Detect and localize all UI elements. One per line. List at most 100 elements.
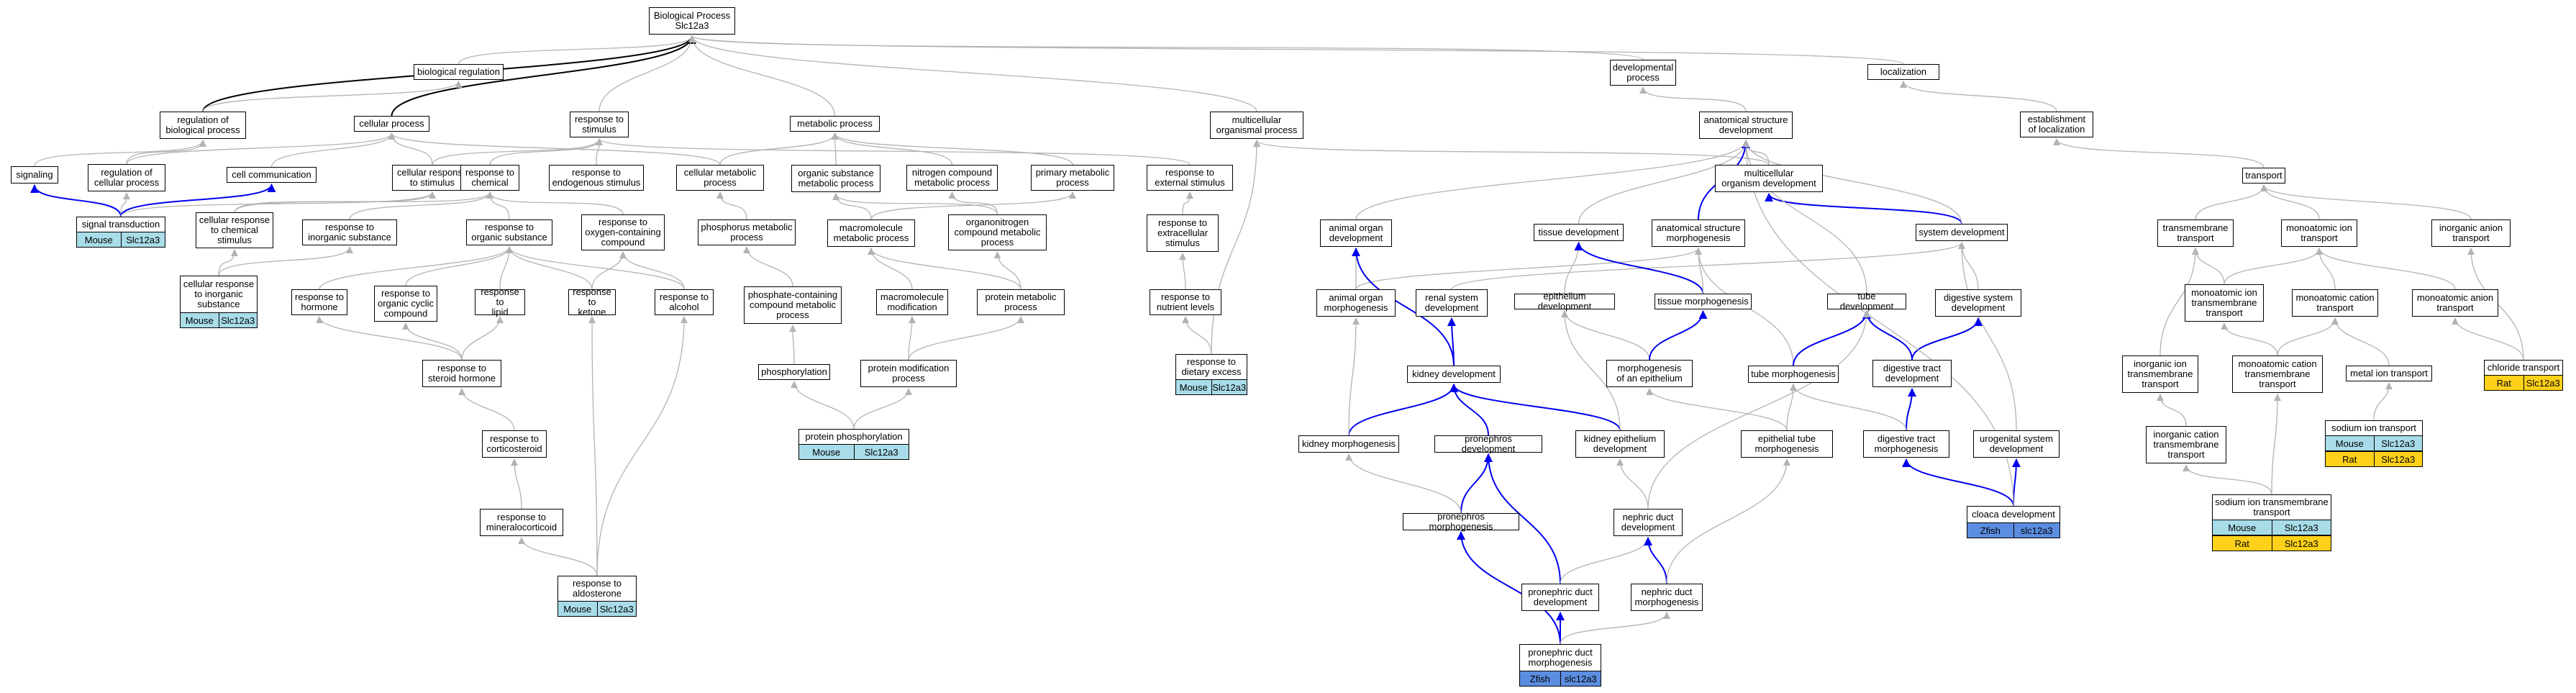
go-term-node[interactable]: response to inorganic substance — [302, 219, 397, 245]
go-term-node[interactable]: tissue development — [1534, 224, 1624, 241]
go-term-node[interactable]: Biological Process Slc12a3 — [649, 7, 735, 35]
go-term-node[interactable]: inorganic anion transport — [2431, 219, 2511, 247]
go-term-node[interactable]: organic substance metabolic process — [791, 165, 880, 192]
go-term-node[interactable]: transport — [2242, 168, 2285, 184]
go-term-node[interactable]: phosphorylation — [758, 364, 830, 380]
go-term-node[interactable]: cellular process — [354, 116, 429, 132]
go-term-node[interactable]: response to corticosteroid — [482, 430, 547, 458]
go-term-node[interactable]: regulation of cellular process — [88, 164, 165, 191]
go-term-node[interactable]: inorganic cation transmembrane transport — [2146, 426, 2226, 463]
go-term-node[interactable]: nephric duct development — [1614, 509, 1683, 536]
go-term-node[interactable]: anatomical structure morphogenesis — [1652, 219, 1745, 247]
go-term-node[interactable]: cellular metabolic process — [676, 165, 764, 191]
go-term-node[interactable]: monoatomic cation transmembrane transpor… — [2232, 355, 2323, 393]
go-term-node[interactable]: protein modification process — [860, 360, 957, 387]
go-term-node[interactable]: monoatomic ion transport — [2281, 219, 2357, 247]
go-term-node[interactable]: signaling — [11, 166, 58, 184]
go-term-node[interactable]: regulation of biological process — [160, 112, 246, 139]
go-term-node[interactable]: cellular response to chemical stimulus — [196, 212, 273, 248]
go-term-node[interactable]: metabolic process — [790, 116, 880, 132]
go-term-node[interactable]: response to alcohol — [655, 289, 714, 315]
go-term-node[interactable]: metal ion transport — [2346, 366, 2432, 381]
go-term-node[interactable]: establishment of localization — [2020, 112, 2093, 137]
go-term-node[interactable]: response to lipid — [475, 287, 525, 317]
go-term-node[interactable]: response to hormone — [291, 289, 347, 315]
go-term-node[interactable]: response to dietary excess — [1175, 354, 1247, 380]
go-term-node[interactable]: phosphorus metabolic process — [698, 219, 796, 245]
go-term-node[interactable]: chloride transport — [2484, 360, 2563, 376]
go-term-node[interactable]: response to mineralocorticoid — [480, 509, 563, 536]
go-term-node[interactable]: tissue morphogenesis — [1655, 294, 1752, 309]
go-term-node[interactable]: response to organic substance — [466, 219, 552, 245]
go-term-node[interactable]: response to ketone — [568, 287, 616, 317]
go-term-node[interactable]: digestive system development — [1935, 289, 2021, 317]
go-term-node[interactable]: localization — [1867, 64, 1939, 80]
go-term-node[interactable]: transmembrane transport — [2157, 219, 2234, 247]
go-term-node[interactable]: inorganic ion transmembrane transport — [2122, 355, 2198, 393]
go-term-node[interactable]: biological regulation — [414, 64, 504, 80]
go-term-node[interactable]: response to endogenous stimulus — [549, 165, 644, 191]
go-term-node[interactable]: epithelium development — [1514, 291, 1615, 312]
go-term-node[interactable]: renal system development — [1416, 289, 1488, 317]
go-term-node[interactable]: nitrogen compound metabolic process — [906, 165, 998, 191]
go-term-node[interactable]: response to oxygen-containing compound — [581, 214, 665, 250]
go-term-node[interactable]: response to aldosterone — [557, 576, 637, 602]
go-term-node[interactable]: primary metabolic process — [1031, 165, 1114, 191]
go-term-node[interactable]: protein metabolic process — [977, 289, 1065, 315]
go-term-node[interactable]: digestive tract development — [1872, 360, 1952, 387]
go-term-node[interactable]: protein phosphorylation — [798, 429, 909, 445]
go-term-node[interactable]: pronephric duct development — [1521, 584, 1599, 611]
go-term-node[interactable]: response to nutrient levels — [1150, 289, 1221, 315]
go-term-node[interactable]: signal transduction — [76, 217, 165, 232]
go-term-node[interactable]: sodium ion transport — [2325, 420, 2423, 436]
go-term-node[interactable]: pronephros morphogenesis — [1403, 512, 1519, 532]
go-term-node[interactable]: response to organic cyclic compound — [374, 286, 437, 322]
go-term-node[interactable]: urogenital system development — [1973, 430, 2060, 458]
go-term-node[interactable]: anatomical structure development — [1699, 112, 1793, 139]
go-term-node[interactable]: response to stimulus — [570, 112, 629, 137]
go-term-node[interactable]: animal organ morphogenesis — [1316, 289, 1396, 317]
go-term-node[interactable]: morphogenesis of an epithelium — [1606, 360, 1693, 387]
go-term-node[interactable]: macromolecule metabolic process — [827, 219, 915, 247]
go-term-node[interactable]: response to chemical — [460, 165, 519, 191]
go-term-node[interactable]: pronephros development — [1434, 434, 1542, 454]
go-term-node[interactable]: response to steroid hormone — [422, 360, 501, 387]
go-term-node[interactable]: response to extracellular stimulus — [1147, 214, 1219, 252]
go-term-node[interactable]: kidney morphogenesis — [1298, 435, 1399, 453]
go-term-node[interactable]: cloaca development — [1967, 506, 2060, 523]
go-term-node[interactable]: tube development — [1827, 291, 1906, 312]
go-term-node[interactable]: cellular response to stimulus — [392, 165, 473, 191]
go-term-node[interactable]: sodium ion transmembrane transport — [2212, 494, 2331, 520]
go-term-node[interactable]: digestive tract morphogenesis — [1863, 430, 1949, 458]
go-term-node[interactable]: multicellular organism development — [1715, 165, 1823, 192]
go-term-node[interactable]: cellular response to inorganic substance — [180, 276, 258, 313]
go-term-node[interactable]: phosphate-containing compound metabolic … — [744, 286, 842, 324]
go-term-node[interactable]: monoatomic anion transport — [2412, 289, 2498, 317]
go-term-node[interactable]: pronephric duct morphogenesis — [1519, 644, 1601, 671]
go-term-node[interactable]: organonitrogen compound metabolic proces… — [948, 214, 1047, 250]
go-term-node[interactable]: kidney development — [1407, 366, 1501, 383]
go-term-node[interactable]: monoatomic cation transport — [2292, 289, 2378, 317]
go-term-node[interactable]: macromolecule modification — [876, 289, 948, 315]
go-term-node[interactable]: tube morphogenesis — [1748, 366, 1839, 383]
go-term-node[interactable]: monoatomic ion transmembrane transport — [2185, 284, 2264, 322]
go-term-node[interactable]: nephric duct morphogenesis — [1631, 584, 1703, 611]
go-term-node[interactable]: epithelial tube morphogenesis — [1741, 430, 1833, 458]
go-term-node[interactable]: system development — [1916, 224, 2008, 241]
go-term-node[interactable]: multicellular organismal process — [1210, 112, 1303, 139]
go-term-node[interactable]: developmental process — [1610, 60, 1676, 86]
go-term-node[interactable]: kidney epithelium development — [1575, 430, 1665, 458]
go-term-node[interactable]: animal organ development — [1320, 219, 1392, 247]
